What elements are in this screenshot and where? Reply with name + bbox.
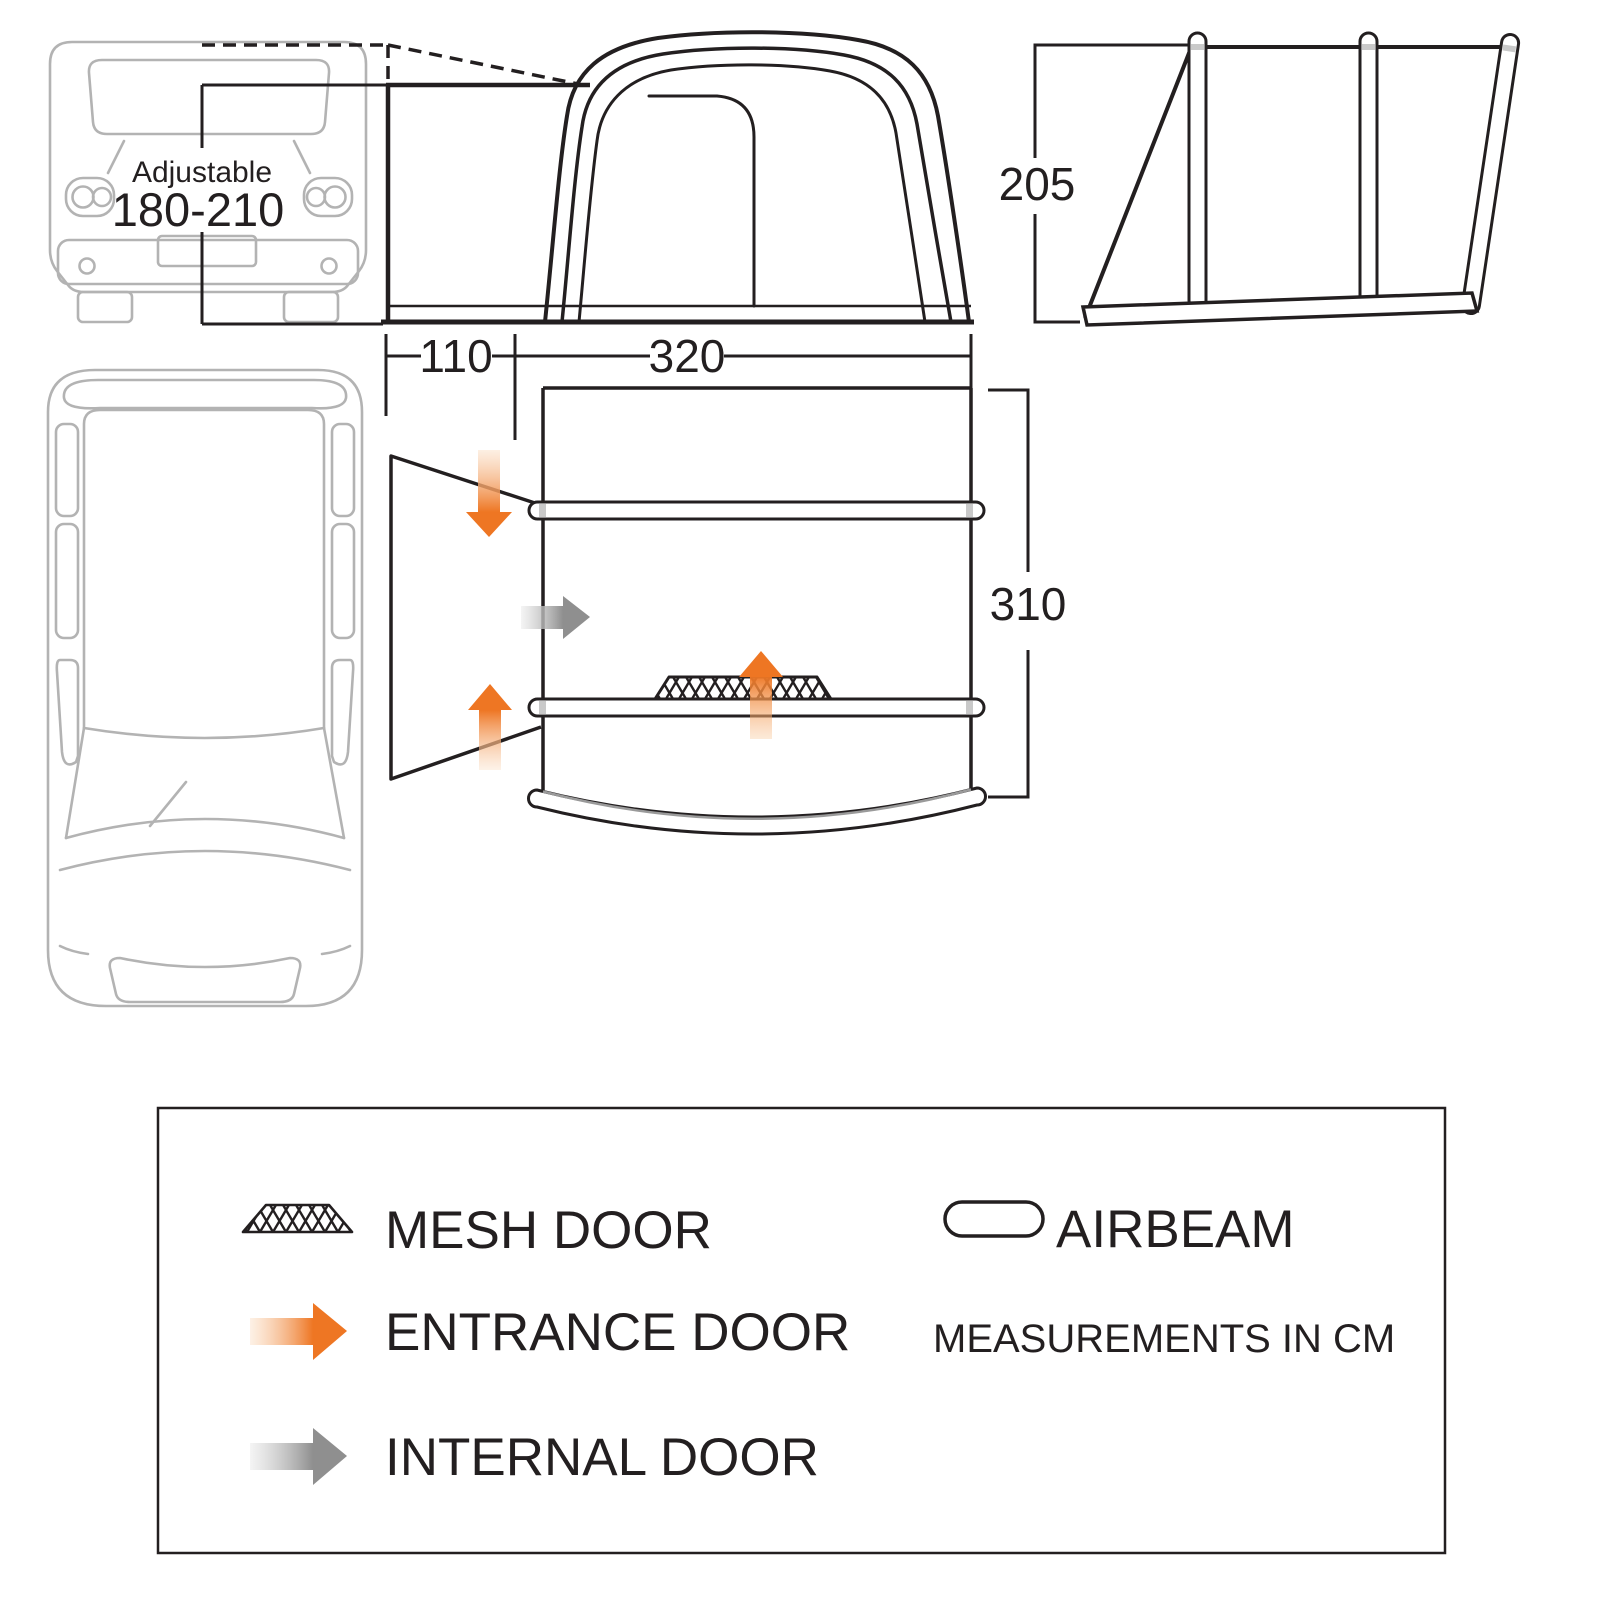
legend-internal-door-label: INTERNAL DOOR	[385, 1428, 819, 1487]
entrance-arrow-mesh-icon	[739, 651, 783, 739]
adjustable-label: Adjustable	[132, 156, 272, 189]
beam-wall-shade	[539, 504, 546, 517]
van-top-windshield-side-right	[322, 726, 346, 840]
legend: MESH DOOR AIRBEAM ENTRANCE DOOR MEASUREM…	[156, 1106, 1447, 1555]
awning-rear-view: 205	[999, 31, 1521, 327]
legend-airbeam-icon	[943, 1200, 1045, 1238]
dome-inner-beam	[577, 63, 927, 324]
van-top-rear-window	[62, 378, 348, 410]
dim-310-label: 310	[990, 578, 1067, 630]
van-top-window-right-2	[330, 522, 356, 640]
van-front-wheel-left	[76, 290, 134, 324]
plan-airbeam-1	[527, 500, 986, 521]
van-top-view	[46, 368, 364, 1008]
rear-ground-bar	[1080, 291, 1480, 327]
dim-320-label: 320	[649, 330, 726, 382]
van-front-bumper	[56, 238, 360, 286]
legend-airbeam-label: AIRBEAM	[1056, 1200, 1295, 1259]
van-top-window-left-2	[54, 522, 80, 640]
legend-mesh-door-label: MESH DOOR	[385, 1201, 712, 1260]
van-front-view	[48, 40, 368, 324]
awning-side-view	[381, 30, 974, 325]
van-top-window-left-1	[54, 422, 80, 518]
van-front-foglamp	[320, 257, 338, 275]
legend-measurements-note: MEASUREMENTS IN CM	[933, 1317, 1395, 1361]
beam-wall-shade	[966, 701, 973, 714]
beam-wall-shade	[966, 504, 973, 517]
internal-door-arrow-icon	[521, 596, 590, 639]
beam-wall-shade	[539, 701, 546, 714]
entrance-arrow-up-icon	[468, 684, 512, 770]
van-top-roof-panel	[82, 408, 326, 730]
van-front-lamp	[71, 185, 95, 209]
van-top-roof-front-edge	[82, 726, 326, 740]
van-top-bumper-corner-left	[58, 944, 90, 956]
van-front-lamp	[323, 185, 347, 209]
van-front-foglamp	[78, 257, 96, 275]
airbeam-pole-3-group	[1460, 32, 1521, 316]
airbeam-pole-3	[1460, 32, 1521, 316]
rear-guy-line	[1083, 47, 1193, 319]
dim-310-bracket	[988, 388, 1030, 799]
van-front-headlight-right	[302, 176, 354, 218]
legend-box	[156, 1106, 1447, 1555]
pole-shade	[1502, 44, 1517, 53]
van-top-window-right-1	[330, 422, 356, 518]
van-top-body	[46, 368, 364, 1008]
van-top-window-right-3	[330, 658, 355, 766]
van-front-wheel-right	[282, 290, 340, 324]
van-front-headlight-left	[64, 176, 116, 218]
van-front-lamp	[91, 186, 113, 208]
van-top-windshield-side-left	[64, 726, 86, 840]
legend-entrance-door-label: ENTRANCE DOOR	[385, 1303, 850, 1362]
van-top-grille	[108, 956, 302, 1004]
van-front-plate	[156, 234, 258, 268]
adjustable-range: 180-210	[112, 183, 285, 236]
floor-plan: 310	[389, 386, 1067, 836]
plan-front-curved-airbeam	[527, 786, 987, 836]
mesh-door-icon	[653, 675, 833, 701]
van-top-windshield-bottom	[64, 817, 346, 840]
van-front-windshield	[87, 58, 331, 136]
adjustable-dimension: Adjustable 180-210	[112, 43, 579, 326]
van-top-bumper-corner-right	[320, 944, 352, 956]
van-front-lamp	[305, 186, 327, 208]
dim-205-label: 205	[999, 158, 1076, 210]
legend-internal-door-icon	[250, 1428, 347, 1485]
dashed-diagonal-line	[387, 43, 579, 86]
legend-mesh-door-icon	[241, 1203, 354, 1234]
legend-entrance-door-icon	[250, 1303, 347, 1360]
dome-middle-beam	[560, 46, 953, 324]
pole-shade	[1362, 44, 1375, 50]
curved-beam-highlight	[542, 788, 972, 820]
dim-110-label: 110	[419, 330, 492, 382]
airbeam-pole-2	[1358, 31, 1379, 311]
van-front-pillar-right	[292, 139, 312, 175]
length-dimensions: 110 320	[384, 330, 973, 440]
van-top-bonnet-line	[58, 849, 352, 872]
dim-205-bracket	[1033, 43, 1188, 324]
side-door-outline	[647, 94, 756, 308]
van-top-wiper-left	[148, 780, 188, 828]
entrance-arrow-down-icon	[466, 450, 512, 537]
van-top-window-left-3	[55, 658, 80, 766]
tunnel-flap-outline	[389, 454, 542, 781]
dome-outer-beam	[543, 30, 971, 324]
pole-shade	[1191, 44, 1204, 50]
airbeam-pole-1	[1187, 31, 1208, 311]
van-front-pillar-left	[106, 139, 126, 175]
